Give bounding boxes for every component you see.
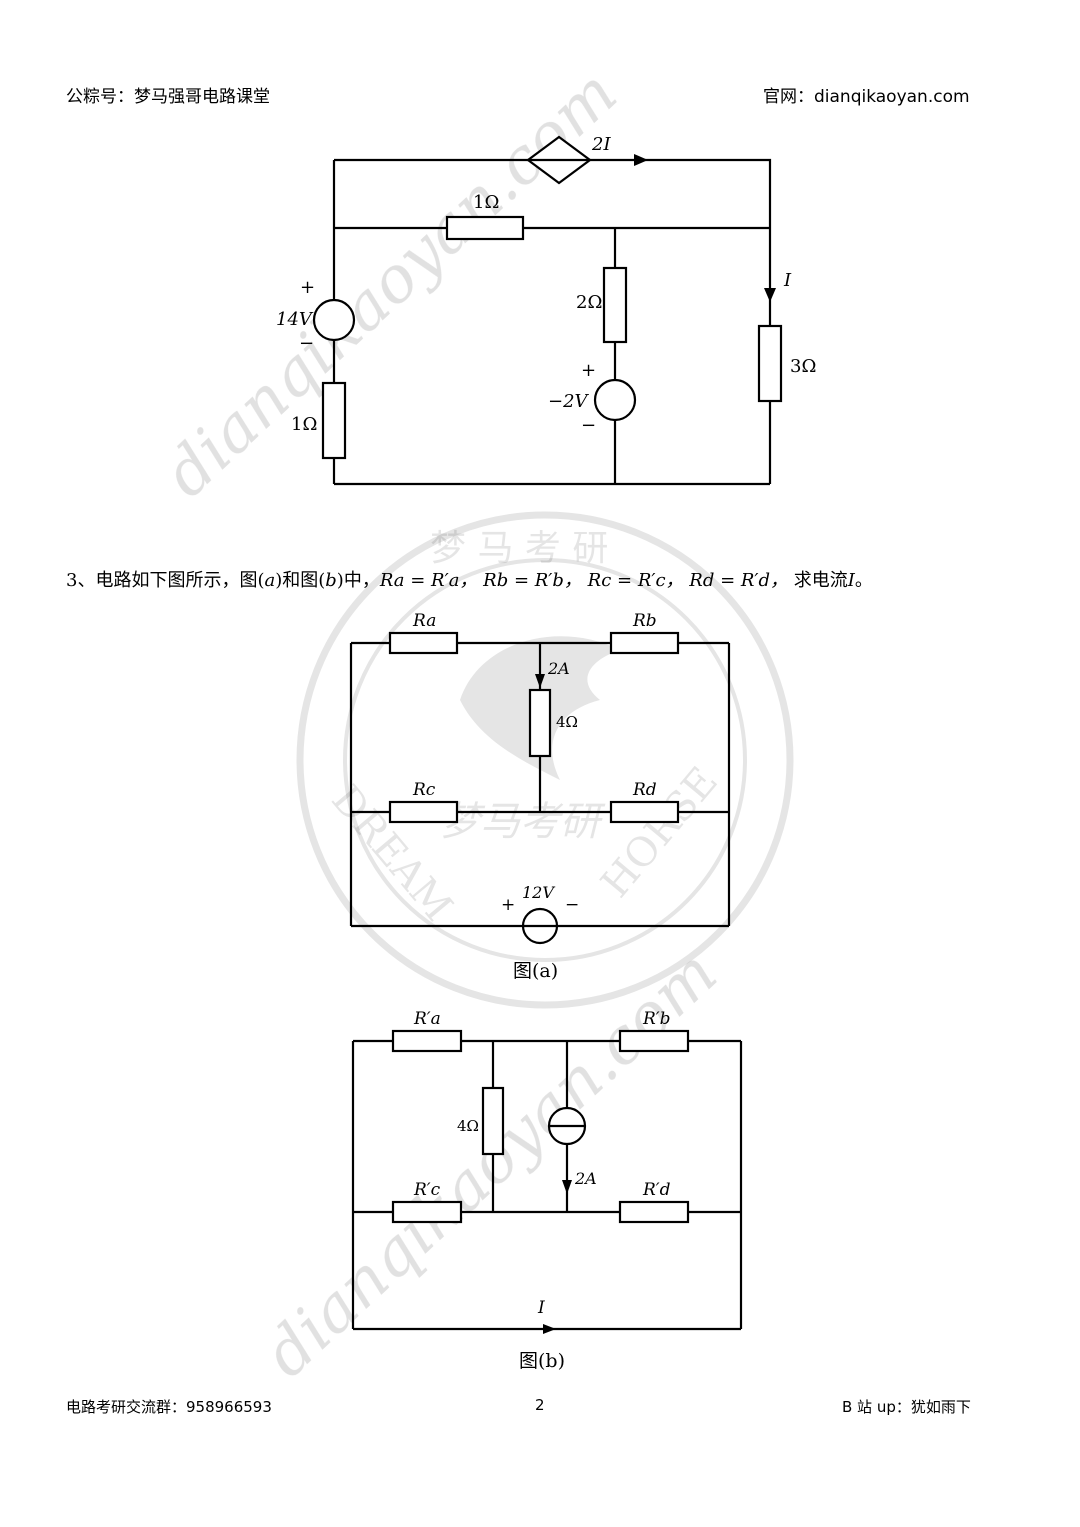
header-right: 官网：dianqikaoyan.com xyxy=(763,87,970,107)
caption-b: 图(b) xyxy=(519,1350,565,1372)
arrow-icon xyxy=(543,1324,556,1334)
seal-top-text: 梦 马 考 研 xyxy=(430,528,608,569)
rc-label: Rc xyxy=(412,780,436,800)
problem-eq3: Rc = R′c， xyxy=(587,570,684,591)
page-number: 2 xyxy=(535,1396,545,1414)
rd-prime-label: R′d xyxy=(642,1180,671,1200)
current-label: I xyxy=(783,270,792,291)
v2-label: −2V xyxy=(548,391,590,412)
problem-b: b xyxy=(325,570,337,591)
r-top-label: 1Ω xyxy=(473,192,499,213)
footer-left: 电路考研交流群：958966593 xyxy=(66,1398,272,1416)
current-source-icon xyxy=(547,1106,587,1146)
r-mid-label: 4Ω xyxy=(457,1117,479,1135)
dependent-source-icon xyxy=(526,135,592,185)
voltage-source-14v xyxy=(312,298,356,342)
problem-eq4: Rd = R′d， xyxy=(689,570,789,591)
resistor-top xyxy=(445,215,525,241)
vs-label: 12V xyxy=(522,883,555,902)
problem-a: a xyxy=(264,570,276,591)
arrow-icon xyxy=(634,154,648,166)
vs-plus: + xyxy=(501,895,515,915)
problem-eq1: Ra = R′a， xyxy=(379,570,478,591)
rb-label: Rb xyxy=(632,611,657,631)
resistor-ra-prime xyxy=(391,1029,463,1053)
resistor-ra xyxy=(388,631,459,655)
resistor-rd xyxy=(609,800,680,824)
v1-minus: − xyxy=(299,333,314,354)
problem-text-a: 电路如下图所示，图( xyxy=(95,570,265,591)
resistor-4ohm xyxy=(528,688,552,758)
v1-plus: + xyxy=(300,277,315,298)
problem-I: I xyxy=(847,570,855,591)
footer-right: B 站 up：犹如雨下 xyxy=(842,1398,971,1416)
resistor-4ohm xyxy=(481,1086,505,1156)
resistor-right xyxy=(757,324,783,403)
resistor-rb-prime xyxy=(618,1029,690,1053)
ra-prime-label: R′a xyxy=(413,1009,441,1029)
vs-minus: − xyxy=(565,895,579,915)
resistor-rd-prime xyxy=(618,1200,690,1224)
problem-end: 。 xyxy=(854,570,873,591)
v1-label: 14V xyxy=(276,309,314,330)
problem-number: 3、 xyxy=(66,570,96,591)
v2-plus: + xyxy=(581,360,596,381)
header-left: 公粽号：梦马强哥电路课堂 xyxy=(66,87,270,107)
arrow-icon xyxy=(562,1180,572,1194)
seal-mid-text: 梦马考研 xyxy=(440,799,606,845)
rc-prime-label: R′c xyxy=(413,1180,441,1200)
r-right-label: 3Ω xyxy=(790,356,816,377)
current-src-label: 2A xyxy=(574,1169,597,1188)
ra-label: Ra xyxy=(412,611,436,631)
resistor-rb xyxy=(609,631,680,655)
caption-a: 图(a) xyxy=(513,960,558,982)
dep-source-label: 2I xyxy=(591,134,611,155)
resistor-left xyxy=(321,381,347,460)
r-mid-label: 4Ω xyxy=(556,713,578,731)
v2-minus: − xyxy=(581,415,596,436)
arrow-icon xyxy=(535,674,545,688)
resistor-rc xyxy=(388,800,459,824)
rd-label: Rd xyxy=(632,780,657,800)
arrow-icon xyxy=(764,288,776,302)
r-mid-label: 2Ω xyxy=(576,292,602,313)
problem-text-c: )中， xyxy=(336,570,380,591)
resistor-mid xyxy=(602,266,628,344)
problem-3-statement: 3、电路如下图所示，图(a)和图(b)中，Ra = R′a， Rb = R′b，… xyxy=(66,566,873,592)
problem-text-b: )和图( xyxy=(275,570,326,591)
current-2a-label: 2A xyxy=(547,659,570,678)
rb-prime-label: R′b xyxy=(642,1009,671,1029)
resistor-rc-prime xyxy=(391,1200,463,1224)
problem-eq2: Rb = R′b， xyxy=(483,570,582,591)
voltage-source-neg2v xyxy=(593,378,637,422)
r-left-label: 1Ω xyxy=(291,414,317,435)
current-i-label: I xyxy=(537,1298,545,1318)
problem-text-d: 求电流 xyxy=(793,570,848,591)
